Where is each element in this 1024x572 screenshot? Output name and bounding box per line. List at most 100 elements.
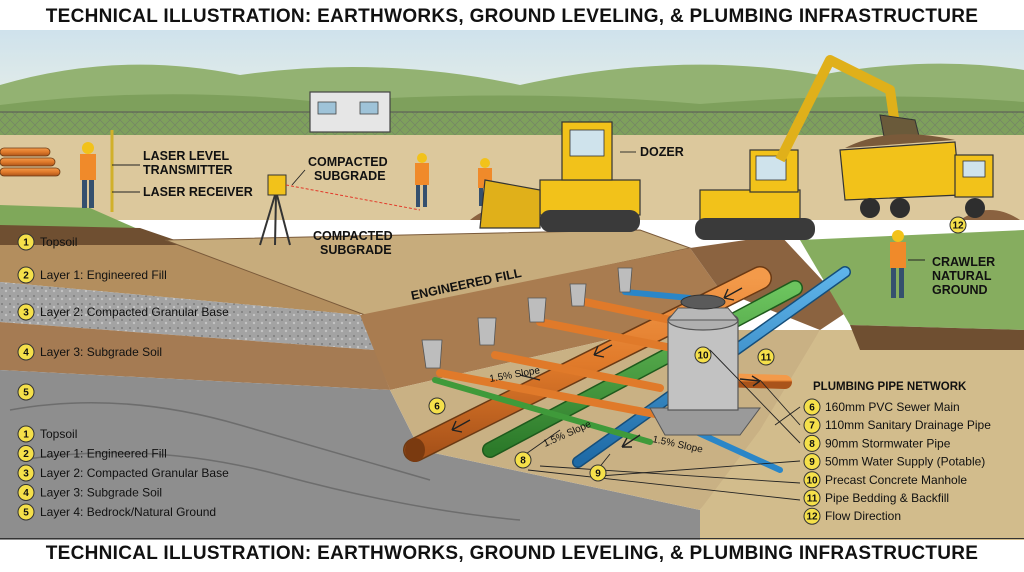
scene-marker-number: 8 (520, 456, 526, 467)
callout-laser-level-transmitter: LASER LEVEL (143, 149, 229, 163)
layer-legend-item-badge (17, 445, 35, 462)
bulldozer (479, 121, 641, 232)
layer-legend-item-badge (17, 425, 35, 443)
site-office (309, 91, 391, 133)
scene-marker-badge (949, 216, 967, 234)
pipe-legend-text: Pipe Bedding & Backfill (825, 491, 949, 505)
scene-marker-badge (589, 464, 607, 482)
pipe-legend-item-number: 9 (809, 457, 815, 468)
worker (415, 153, 429, 207)
site-fence (0, 112, 1024, 138)
scene-marker-number: 6 (434, 402, 440, 413)
callout-laser-receiver: LASER RECEIVER (143, 185, 253, 199)
scene-marker-badge (757, 348, 775, 366)
callout-crawler: CRAWLER (932, 255, 995, 269)
pipe-legend-item-badge (803, 398, 821, 416)
layer-label-number: 4 (23, 348, 29, 359)
layer-legend-item-number: 3 (23, 469, 29, 480)
pipe-legend-item-badge (803, 507, 821, 525)
layer-legend-item-badge (17, 464, 35, 482)
layer-label-text: Layer 2: Compacted Granular Base (40, 305, 229, 319)
sanitary-lateral (436, 369, 664, 419)
excavator (695, 55, 921, 240)
layer-legend-item-badge (17, 503, 35, 521)
pipe-legend-text: 110mm Sanitary Drainage Pipe (825, 418, 991, 432)
pipe-legend-item-badge (803, 453, 821, 471)
laser-level-transmitter (259, 174, 421, 246)
natural-ground-right (700, 330, 1024, 540)
callout-laser-level-transmitter: TRANSMITTER (143, 163, 233, 177)
sanitary-lateral (581, 298, 684, 326)
scene-marker-number: 9 (595, 469, 601, 480)
pipe-legend-item-badge (803, 416, 821, 434)
scene-marker-number: 10 (697, 351, 709, 362)
layer-label-number: 5 (23, 388, 29, 399)
earthworks-illustration: LASER LEVEL TRANSMITTER LASER RECEIVER C… (0, 30, 1024, 540)
inlet-funnel (569, 283, 587, 307)
pipe-legend-item-number: 6 (809, 403, 815, 414)
pipe-legend-item-number: 12 (806, 512, 818, 523)
scene-marker-badge (694, 346, 712, 364)
pipe-legend-text: Flow Direction (825, 509, 901, 523)
pipe-legend-text: 160mm PVC Sewer Main (825, 400, 960, 414)
layer-label-text: Topsoil (40, 235, 77, 249)
page-title: TECHNICAL ILLUSTRATION: EARTHWORKS, GROU… (45, 6, 979, 27)
callout-compacted-subgrade: COMPACTED (308, 155, 388, 169)
pipe-legend-text: Precast Concrete Manhole (825, 473, 967, 487)
pipe-legend-item-number: 10 (806, 475, 818, 486)
grass-right (800, 230, 1024, 330)
layer-label-text: Layer 3: Subgrade Soil (40, 345, 162, 359)
inlet-funnel (477, 317, 497, 346)
pipe-legend-item-badge (803, 434, 821, 452)
pipe-legend-item-number: 7 (809, 421, 815, 432)
inlet-funnel (421, 339, 443, 369)
pipe-legend-item-number: 8 (809, 439, 815, 450)
leader-lines (112, 151, 925, 501)
layer-label-text: Layer 1: Engineered Fill (40, 268, 167, 282)
pipe-legend-item-badge (803, 471, 821, 489)
callout-compacted-subgrade: COMPACTED (313, 229, 393, 243)
scene-marker-number: 12 (952, 221, 964, 232)
scene-marker-badge (428, 397, 446, 415)
footer-title: TECHNICAL ILLUSTRATION: EARTHWORKS, GROU… (45, 543, 979, 564)
layer-label-badge (17, 233, 35, 251)
layer-label-badge (17, 343, 35, 361)
layer-legend-item-number: 1 (23, 430, 29, 441)
pipe-legend-item-number: 11 (807, 494, 818, 505)
layer-legend-text: Topsoil (40, 427, 77, 441)
worker (80, 142, 96, 208)
layer-legend-item-number: 5 (23, 508, 29, 519)
layer-legend-text: Layer 1: Engineered Fill (40, 447, 167, 461)
scene-marker-badge (514, 451, 532, 469)
layer-legend-item-badge (17, 484, 35, 501)
layer-legend-text: Layer 4: Bedrock/Natural Ground (40, 505, 216, 519)
pipe-legend-title: PLUMBING PIPE NETWORK (813, 381, 967, 393)
callout-dozer: DOZER (640, 145, 684, 159)
sanitary-lateral (536, 318, 676, 352)
layer-label-badge (17, 303, 35, 321)
pipe-stack (0, 147, 61, 177)
scene-markers: 6 8 9 10 11 12 (428, 216, 967, 482)
inlet-funnel (527, 297, 547, 323)
layer-label-number: 1 (23, 238, 29, 249)
pipe-legend-text: 50mm Water Supply (Potable) (825, 455, 985, 469)
storm-lateral (432, 377, 653, 445)
layer-legend-text: Layer 2: Compacted Granular Base (40, 466, 229, 480)
callout-natural-ground: NATURAL (932, 269, 992, 283)
dump-truck (839, 134, 994, 218)
layer-legend-item-number: 4 (23, 488, 29, 499)
flow-arrows (451, 287, 761, 448)
concrete-manhole (649, 294, 761, 436)
stormwater-pipe (483, 281, 802, 457)
scene-marker-number: 11 (761, 353, 772, 364)
layer-label-badge (17, 266, 35, 284)
layer-label-badge (17, 383, 35, 401)
water-lateral (622, 289, 693, 301)
inlet-funnel (617, 267, 633, 293)
pipe-legend: 6 160mm PVC Sewer Main 7 110mm Sanitary Dra… (803, 398, 991, 525)
callout-compacted-subgrade: SUBGRADE (320, 243, 392, 257)
pipe-legend-text: 90mm Stormwater Pipe (825, 436, 951, 450)
layer-legend-item-number: 2 (23, 449, 29, 460)
